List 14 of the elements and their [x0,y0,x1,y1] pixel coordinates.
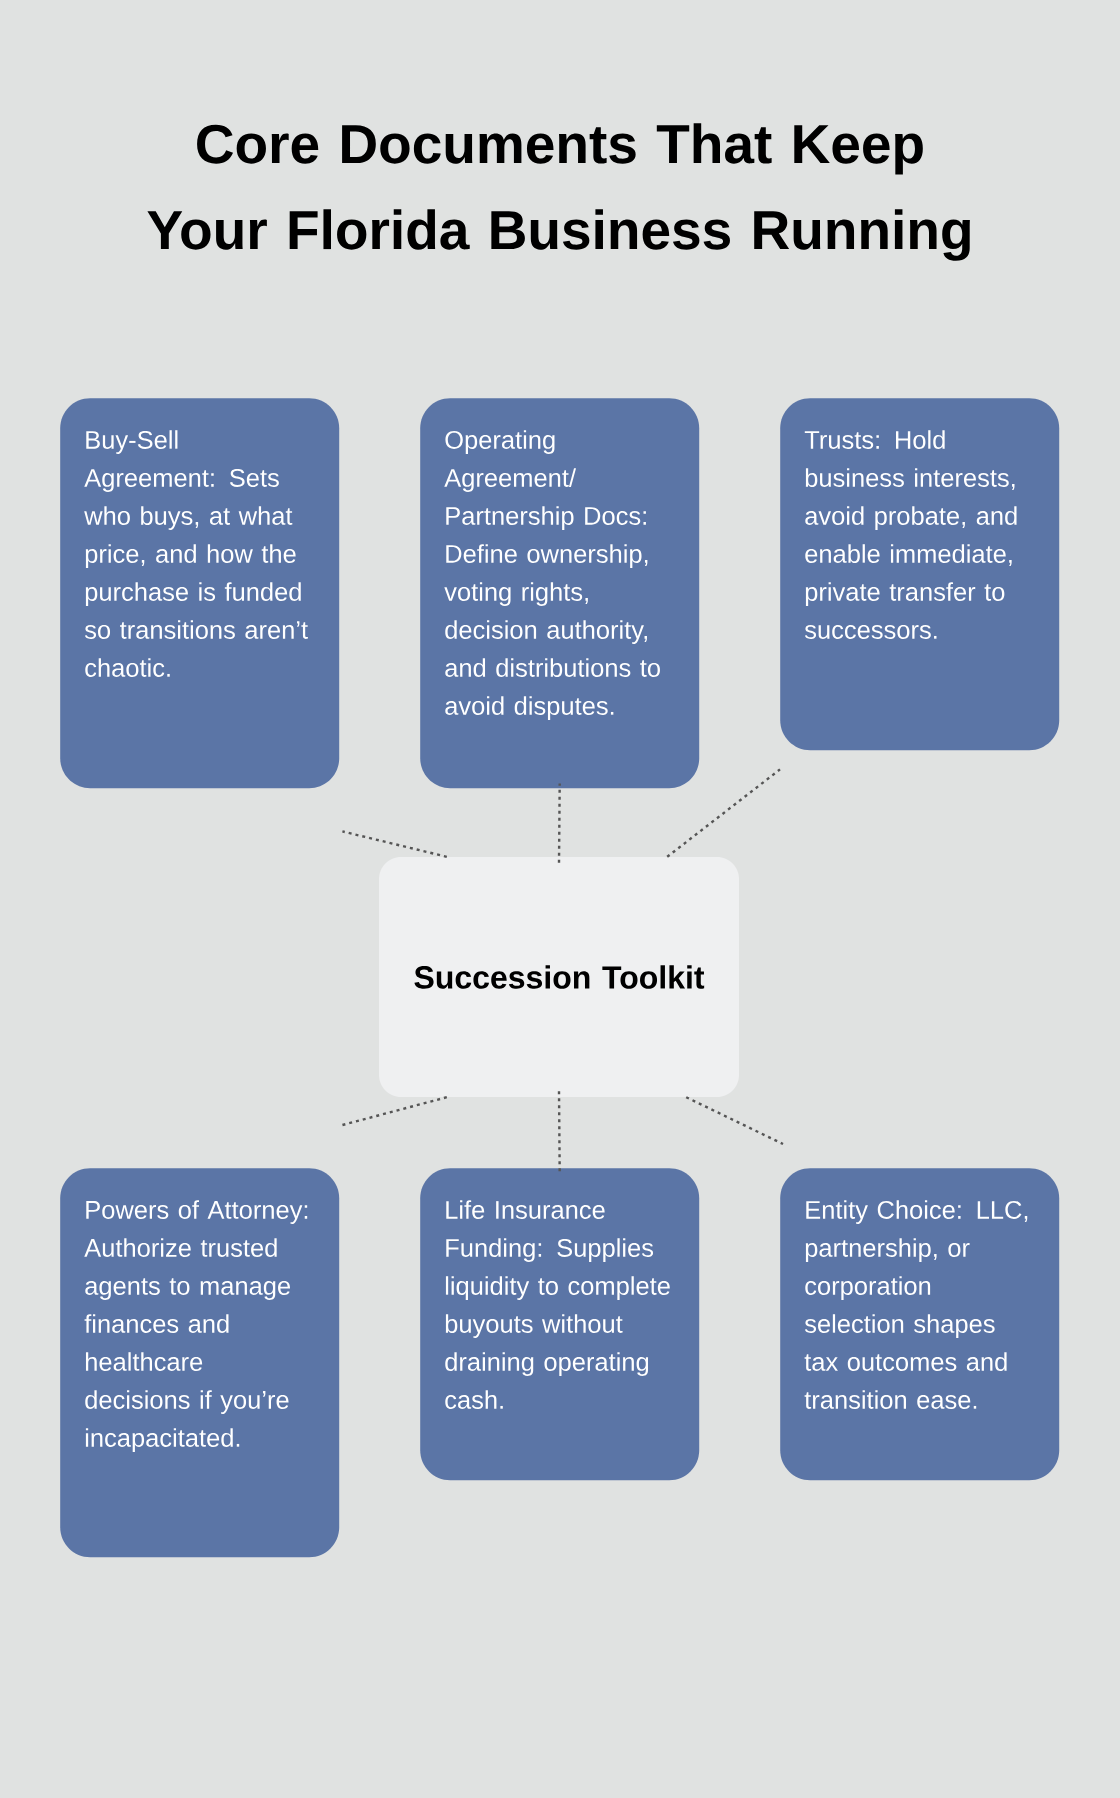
document-card: Operating Agreement/Partnership Docs: Define ownership, voting rights, decision authority, and distributions to avoid disputes. [420,398,700,789]
connector-line [342,830,448,858]
document-card: Powers of Attorney: Authorize trusted agents to manage finances and healthcare decisions if you’re incapacitated. [60,1168,340,1558]
document-card: Life Insurance Funding: Supplies liquidity to complete buyouts without draining operating cash. [420,1168,700,1481]
document-card: Trusts: Hold business interests, avoid probate, and enable immediate, private transfer to successors. [780,398,1060,751]
connector-line [557,783,561,863]
document-card: Buy-Sell Agreement: Sets who buys, at what price, and how the purchase is funded so transitions aren’t chaotic. [60,398,340,789]
connector-line [685,1096,784,1146]
title: Core Documents That Keep Your Florida Business Running [147,123,970,261]
connector-line [342,1096,448,1127]
connector-line [666,768,781,858]
hub-box: Succession Toolkit [379,857,739,1097]
connector-line [557,1091,561,1174]
document-card: Entity Choice: LLC, partnership, or corporation selection shapes tax outcomes and transition ease. [780,1168,1060,1481]
